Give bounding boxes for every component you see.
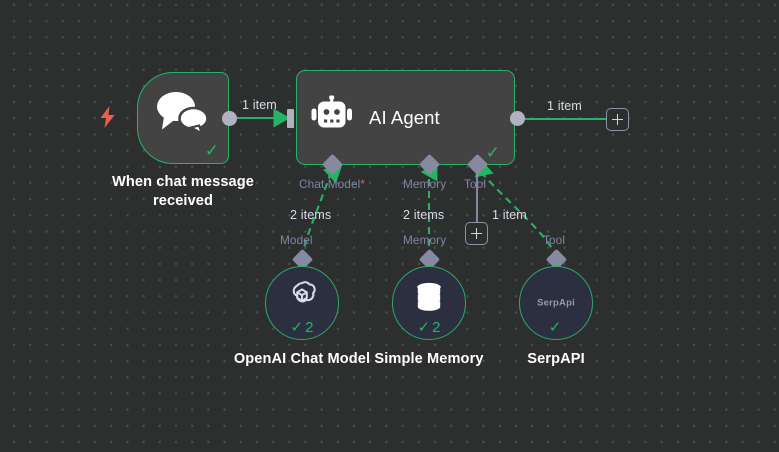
connection-label-agent-output: 1 item	[547, 99, 582, 113]
check-icon: ✓	[290, 319, 304, 336]
agent-status-check-icon: ✓	[485, 143, 500, 162]
subnode-port-label-tool: Tool	[543, 233, 566, 247]
openai-status: ✓2	[291, 320, 314, 335]
agent-output-dot[interactable]	[510, 111, 525, 126]
node-simple-memory[interactable]: ✓2	[392, 266, 466, 340]
memory-run-count: 2	[432, 319, 441, 336]
connection-label-memory: 2 items	[403, 208, 445, 222]
subnode-port-label-model: Model	[280, 233, 313, 247]
node-serpapi[interactable]: SerpApi ✓	[519, 266, 593, 340]
node-when-chat-message-received[interactable]: ✓	[137, 72, 229, 164]
connection-label-tool: 1 item	[492, 208, 527, 222]
add-node-button-tool[interactable]	[465, 222, 488, 245]
port-label-chat-model: Chat Model*	[299, 177, 365, 191]
node-caption-simple-memory: Simple Memory	[374, 351, 484, 367]
port-label-tool: Tool	[464, 177, 487, 191]
database-icon	[412, 280, 446, 319]
chat-bubbles-icon	[155, 90, 211, 139]
trigger-status-check-icon: ✓	[204, 141, 219, 160]
memory-status: ✓2	[418, 320, 441, 335]
node-openai-chat-model[interactable]: ✓2	[265, 266, 339, 340]
connection-label-chat-model: 2 items	[290, 208, 332, 222]
node-caption-trigger: When chat message received	[111, 174, 254, 209]
check-icon: ✓	[548, 319, 562, 336]
subnode-port-label-memory: Memory	[403, 233, 447, 247]
trigger-output-dot[interactable]	[222, 111, 237, 126]
check-icon: ✓	[417, 319, 431, 336]
node-ai-agent[interactable]: AI Agent ✓	[296, 70, 515, 165]
agent-input-port[interactable]	[287, 109, 294, 128]
connection-label-trigger-to-agent: 1 item	[242, 98, 277, 112]
serpapi-status: ✓	[549, 320, 564, 335]
port-required-marker: *	[360, 177, 366, 191]
lightning-bolt-icon	[99, 106, 116, 133]
port-label-memory: Memory	[403, 177, 447, 191]
node-caption-openai-chat-model: OpenAI Chat Model	[233, 351, 371, 367]
port-label-chat-model-text: Chat Model	[299, 177, 361, 191]
node-title-ai-agent: AI Agent	[369, 106, 440, 128]
openai-run-count: 2	[305, 319, 314, 336]
node-caption-serpapi: SerpAPI	[527, 351, 585, 367]
add-node-button-agent-output[interactable]	[606, 108, 629, 131]
openai-logo-icon	[284, 279, 320, 320]
robot-icon	[311, 94, 353, 140]
serpapi-wordmark-icon: SerpApi	[537, 297, 575, 309]
